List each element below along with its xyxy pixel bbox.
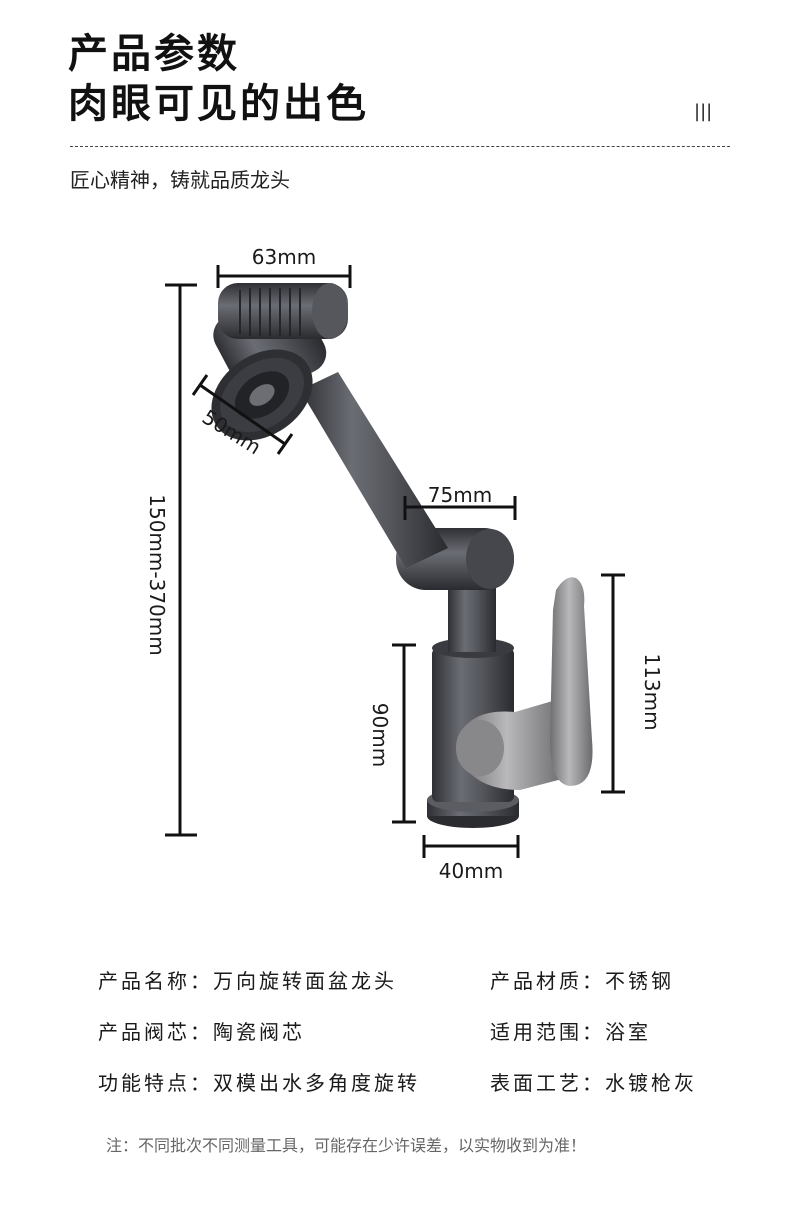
corner-mark: ||| xyxy=(694,101,713,122)
dim-label-40: 40mm xyxy=(439,859,503,883)
dim-label-90: 90mm xyxy=(368,703,392,767)
dim-label-total-height: 150mm-370mm xyxy=(145,494,169,656)
dim-label-75: 75mm xyxy=(428,483,492,507)
spec-features: 功能特点：双模出水多角度旋转 xyxy=(98,1071,420,1095)
title-line-1: 产品参数 xyxy=(68,31,240,77)
title-line-2: 肉眼可见的出色 xyxy=(68,81,369,127)
dim-label-113: 113mm xyxy=(640,653,664,730)
dashed-divider xyxy=(70,146,730,147)
faucet-diagram: 63mm 50mm 75mm 150mm-370mm 90mm 113mm 40… xyxy=(145,245,664,883)
spec-product-name: 产品名称：万向旋转面盆龙头 xyxy=(98,969,397,993)
dim-label-63: 63mm xyxy=(252,245,316,269)
dimension-lines xyxy=(165,265,625,858)
spec-material: 产品材质：不锈钢 xyxy=(490,969,674,993)
spec-finish: 表面工艺：水镀枪灰 xyxy=(490,1071,697,1095)
disclaimer-note: 注：不同批次不同测量工具，可能存在少许误差，以实物收到为准！ xyxy=(106,1136,587,1155)
subtitle: 匠心精神，铸就品质龙头 xyxy=(70,168,290,192)
spec-application: 适用范围：浴室 xyxy=(490,1020,651,1044)
faucet-illustration xyxy=(211,283,593,828)
spec-valve-core: 产品阀芯：陶瓷阀芯 xyxy=(98,1020,305,1044)
